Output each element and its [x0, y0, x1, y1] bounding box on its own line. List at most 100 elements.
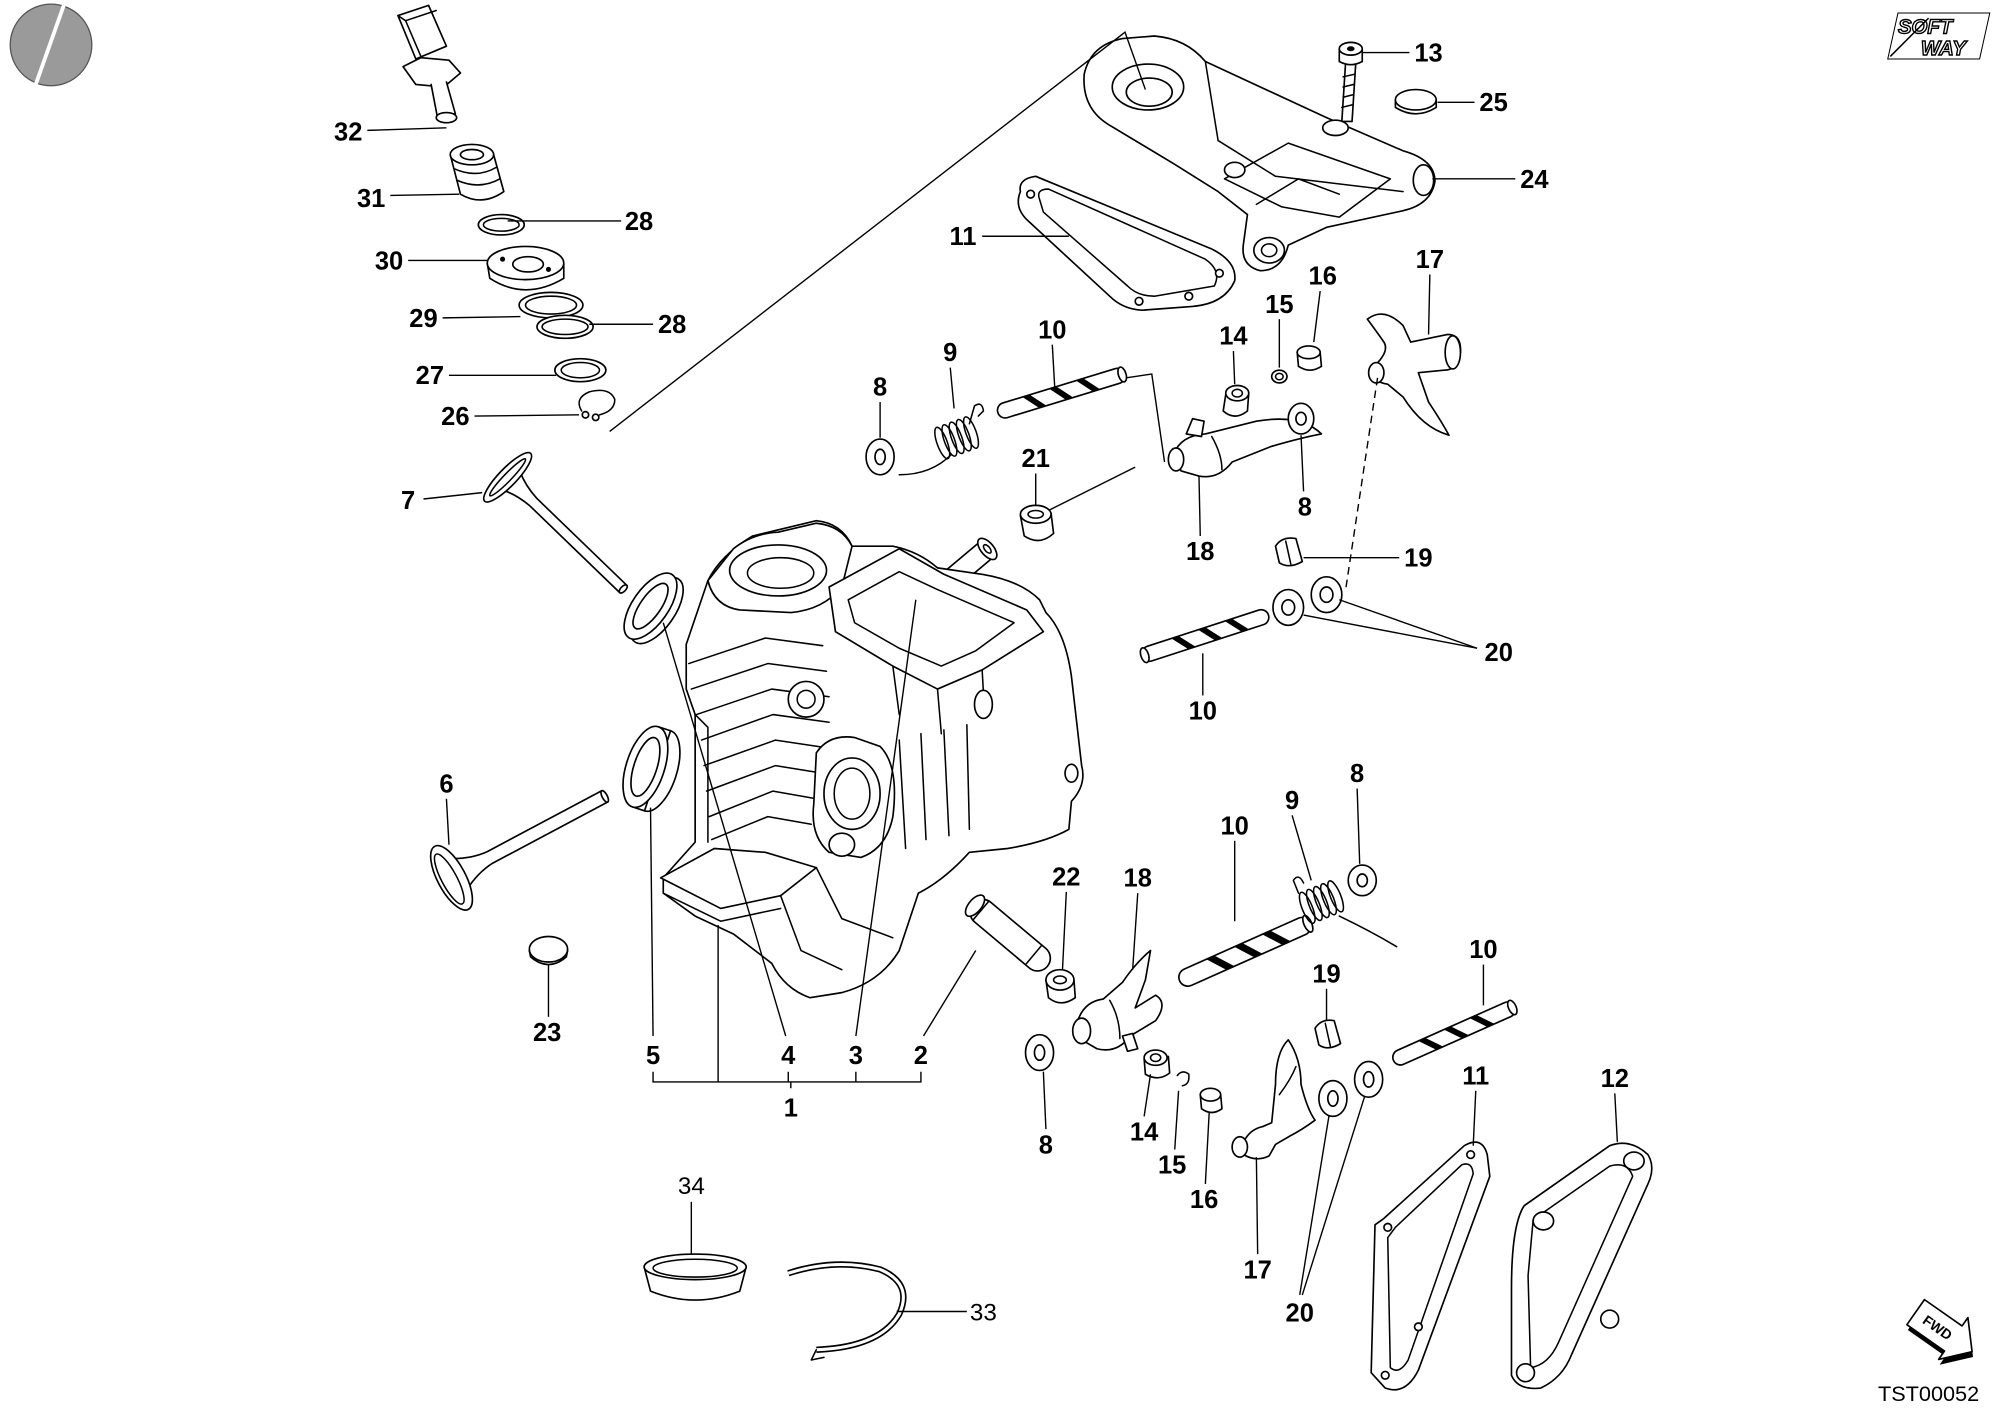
callout-5: 5 [646, 1042, 660, 1070]
cover-bolt [1338, 41, 1364, 123]
small-ring-upper [1270, 369, 1288, 384]
callout-labels: 32 31 28 30 29 28 27 26 13 25 24 11 16 1… [334, 40, 1629, 1328]
bushing-upper [1222, 384, 1250, 417]
guide-line-upper [1035, 466, 1136, 518]
clip-lower [1314, 1019, 1342, 1049]
rocker-shaft-lower-a [1178, 914, 1314, 987]
callout-19: 19 [1312, 960, 1340, 988]
callout-32: 32 [334, 119, 362, 147]
washer-lower-right [1347, 864, 1378, 897]
cup-34 [643, 1253, 748, 1301]
rocker-arm-exhaust-upper [1366, 313, 1462, 437]
callout-20: 20 [1286, 1300, 1314, 1328]
callout-23: 23 [533, 1019, 561, 1047]
callout-16: 16 [1190, 1186, 1218, 1214]
callout-14: 14 [1130, 1119, 1159, 1147]
rocker-shaft-upper-a [996, 366, 1128, 419]
callout-8: 8 [1298, 494, 1312, 522]
callout-10: 10 [1221, 812, 1249, 840]
callout-12: 12 [1601, 1065, 1629, 1093]
side-cover [1510, 1142, 1653, 1390]
valve-seat-upper [623, 572, 684, 645]
washer-upper-right [1287, 402, 1315, 435]
callout-8: 8 [873, 374, 887, 402]
valve-exhaust [429, 789, 610, 911]
spring-lower [1292, 876, 1398, 948]
pin-lower [1199, 1087, 1223, 1114]
o-ring-lower [536, 314, 594, 340]
callout-6: 6 [439, 770, 453, 798]
callout-13: 13 [1414, 40, 1442, 68]
washer-lower-left [1024, 1033, 1055, 1072]
callout-17: 17 [1243, 1256, 1271, 1284]
bracket-line-upper [1126, 373, 1166, 463]
callout-24: 24 [1520, 166, 1549, 194]
rocker-arm-upper [1167, 417, 1323, 478]
valve-seat-lower [622, 725, 681, 813]
callout-19: 19 [1404, 545, 1432, 573]
callout-18: 18 [1124, 865, 1152, 893]
callout-26: 26 [441, 403, 469, 431]
callout-3: 3 [849, 1042, 863, 1070]
sensor-adapter [449, 143, 505, 201]
callout-21: 21 [1022, 445, 1050, 473]
callout-20: 20 [1485, 639, 1513, 667]
callout-10: 10 [1189, 698, 1217, 726]
callout-27: 27 [416, 362, 444, 390]
callout-30: 30 [375, 247, 403, 275]
logo-line-1: SOFT [1898, 16, 1954, 38]
seal-ring [518, 291, 584, 319]
callout-14: 14 [1219, 323, 1248, 351]
cover-plug [1394, 88, 1438, 115]
circlip [578, 389, 616, 422]
valve-intake [482, 451, 629, 594]
rocker-shaft-upper-b [1139, 608, 1270, 664]
thrust-washers-lower [1318, 1060, 1384, 1118]
callout-15: 15 [1265, 291, 1293, 319]
small-ring-lower [1176, 1071, 1190, 1087]
callout-15: 15 [1158, 1152, 1186, 1180]
leader-lines [367, 51, 1619, 1313]
callout-11: 11 [1462, 1062, 1489, 1090]
callout-9: 9 [1285, 787, 1299, 815]
callout-28: 28 [625, 208, 653, 236]
dashed-axis-upper [1344, 377, 1379, 590]
callout-10: 10 [1038, 316, 1066, 344]
callout-10: 10 [1469, 936, 1497, 964]
callout-29: 29 [409, 305, 437, 333]
callout-22: 22 [1052, 863, 1080, 891]
callout-1: 1 [784, 1094, 798, 1122]
callout-28: 28 [658, 311, 686, 339]
callout-33: 33 [970, 1299, 997, 1326]
drawing-code: TST00052 [1878, 1381, 1979, 1406]
callout-8: 8 [1350, 760, 1364, 788]
logo-line-2: WAY [1921, 38, 1968, 60]
callout-4: 4 [781, 1042, 796, 1070]
pin-upper [1296, 345, 1323, 372]
thrust-washers-upper [1272, 575, 1343, 627]
callout-25: 25 [1479, 89, 1507, 117]
callout-2: 2 [914, 1042, 928, 1070]
assembly-leader [609, 31, 1147, 432]
washer-upper-left [865, 438, 895, 476]
sensor-nut [486, 245, 565, 291]
callout-7: 7 [401, 487, 415, 515]
callout-31: 31 [357, 185, 385, 213]
valve-seal-lower [1045, 968, 1077, 1004]
valve-guide-lower [964, 894, 1052, 972]
o-ring-upper [477, 213, 526, 236]
callout-16: 16 [1309, 263, 1337, 291]
softway-logo: SOFT WAY [1887, 12, 1991, 61]
cylinder-head [659, 519, 1084, 999]
washer-ring [554, 357, 607, 383]
rocker-arm-exhaust-lower [1231, 1038, 1316, 1160]
plug-23 [528, 935, 569, 966]
spring-upper [898, 403, 985, 476]
cover-gasket-lower [1370, 1141, 1491, 1391]
clip-upper [1274, 537, 1304, 567]
head-cover [1083, 35, 1436, 272]
temperature-sensor [397, 4, 462, 124]
wire-ring-33 [787, 1261, 907, 1361]
callout-8: 8 [1039, 1131, 1053, 1159]
